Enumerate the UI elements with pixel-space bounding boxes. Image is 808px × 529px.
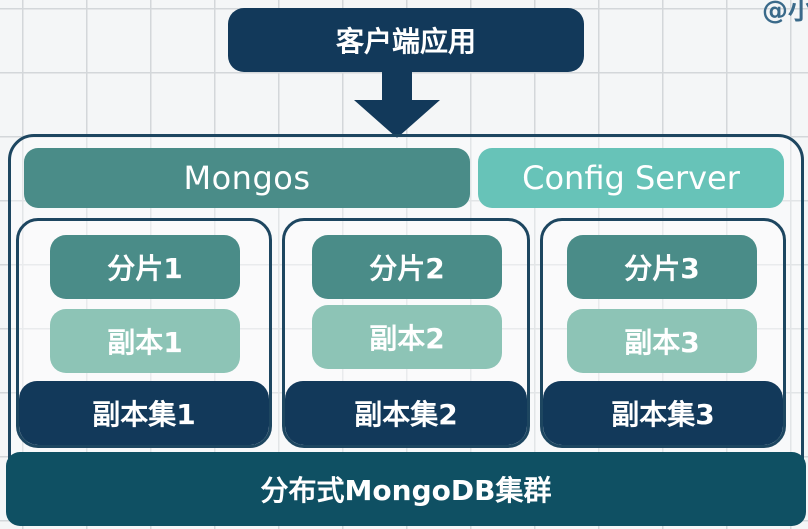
replica-set-3: 分片3 副本3 副本集3 [540,218,786,448]
replica-1-box: 副本1 [50,309,240,373]
shard-3-box: 分片3 [567,235,757,299]
config-server-box: Config Server [478,148,784,208]
arrow-head [354,100,440,138]
replica-set-3-label: 副本集3 [543,381,783,445]
arrow-shaft [382,72,412,102]
replica-set-2-label: 副本集2 [285,381,527,445]
replica-set-2: 分片2 副本2 副本集2 [282,218,530,448]
replica-set-1: 分片1 副本1 副本集1 [16,218,272,448]
distributed-cluster-bar: 分布式MongoDB集群 [6,452,806,526]
mongos-box: Mongos [24,148,470,208]
replica-3-box: 副本3 [567,309,757,373]
shard-2-box: 分片2 [312,235,502,299]
replica-2-box: 副本2 [312,305,502,369]
watermark: @小 [761,0,808,26]
replica-set-1-label: 副本集1 [19,381,269,445]
client-application-box: 客户端应用 [228,8,584,72]
shard-1-box: 分片1 [50,235,240,299]
